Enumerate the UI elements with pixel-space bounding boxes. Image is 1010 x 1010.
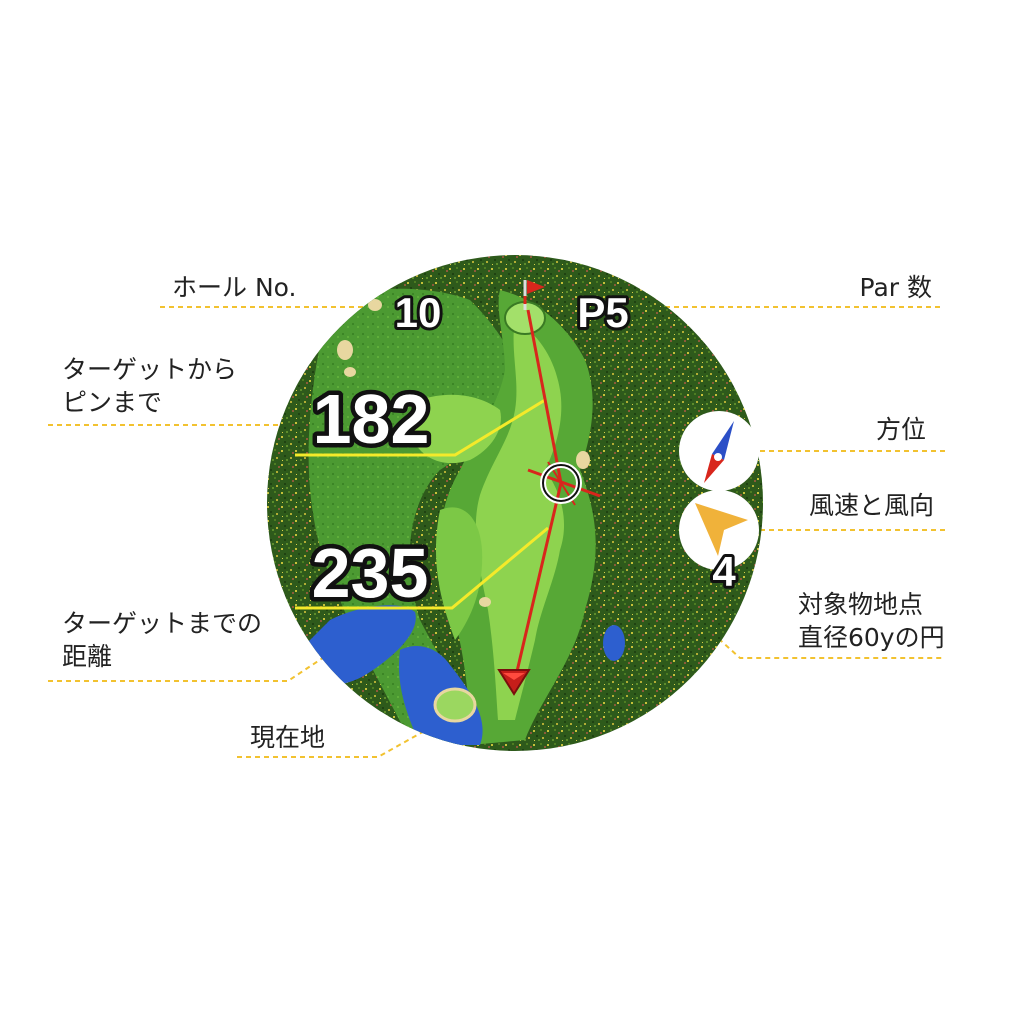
par-value: P5: [577, 289, 628, 336]
callout-target-circle-1: 対象物地点: [798, 590, 924, 619]
callout-target-circle-2: 直径60yの円: [798, 623, 945, 652]
watch-face: [267, 255, 763, 751]
callout-target-to-pin-1: ターゲットから: [62, 355, 238, 384]
current-position-icon: [497, 669, 531, 696]
target-circle-icon: [527, 461, 601, 506]
callout-target-to-pin-2: ピンまで: [62, 388, 163, 417]
hole-number: 10: [395, 289, 442, 336]
tee-box: [433, 687, 477, 723]
leader-current-position: [237, 682, 511, 758]
callout-current-position: 現在地: [250, 723, 326, 752]
wind-speed: 4: [712, 548, 736, 595]
distance-line-target-to-pin: [295, 398, 546, 457]
callout-bearing: 方位: [875, 415, 926, 444]
water-hazard-left: [300, 605, 416, 685]
callout-target-distance-2: 距離: [62, 642, 113, 671]
fairway-left-lobe: [409, 394, 501, 464]
pin-flag-icon: [523, 280, 545, 310]
water-hazard-right: [603, 625, 625, 661]
distance-to-target: 235: [312, 534, 429, 612]
callout-par: Par 数: [859, 273, 933, 302]
shot-line-lower: [513, 482, 563, 681]
distance-line-to-target: [295, 526, 549, 610]
callout-target-distance-1: ターゲットまでの: [62, 609, 263, 638]
leader-lines: [48, 306, 945, 758]
callout-hole-no: ホール No.: [172, 273, 297, 302]
compass-widget: [679, 411, 759, 491]
leader-target-circle: [564, 499, 945, 659]
compass-needle-icon: [704, 421, 734, 483]
distance-target-to-pin: 182: [313, 380, 430, 458]
shot-line-upper: [526, 309, 563, 484]
callout-wind: 風速と風向: [808, 491, 934, 520]
fairway-upper: [475, 320, 565, 720]
wind-direction-arrow-icon: [695, 503, 748, 556]
wind-widget: 4: [679, 490, 759, 598]
